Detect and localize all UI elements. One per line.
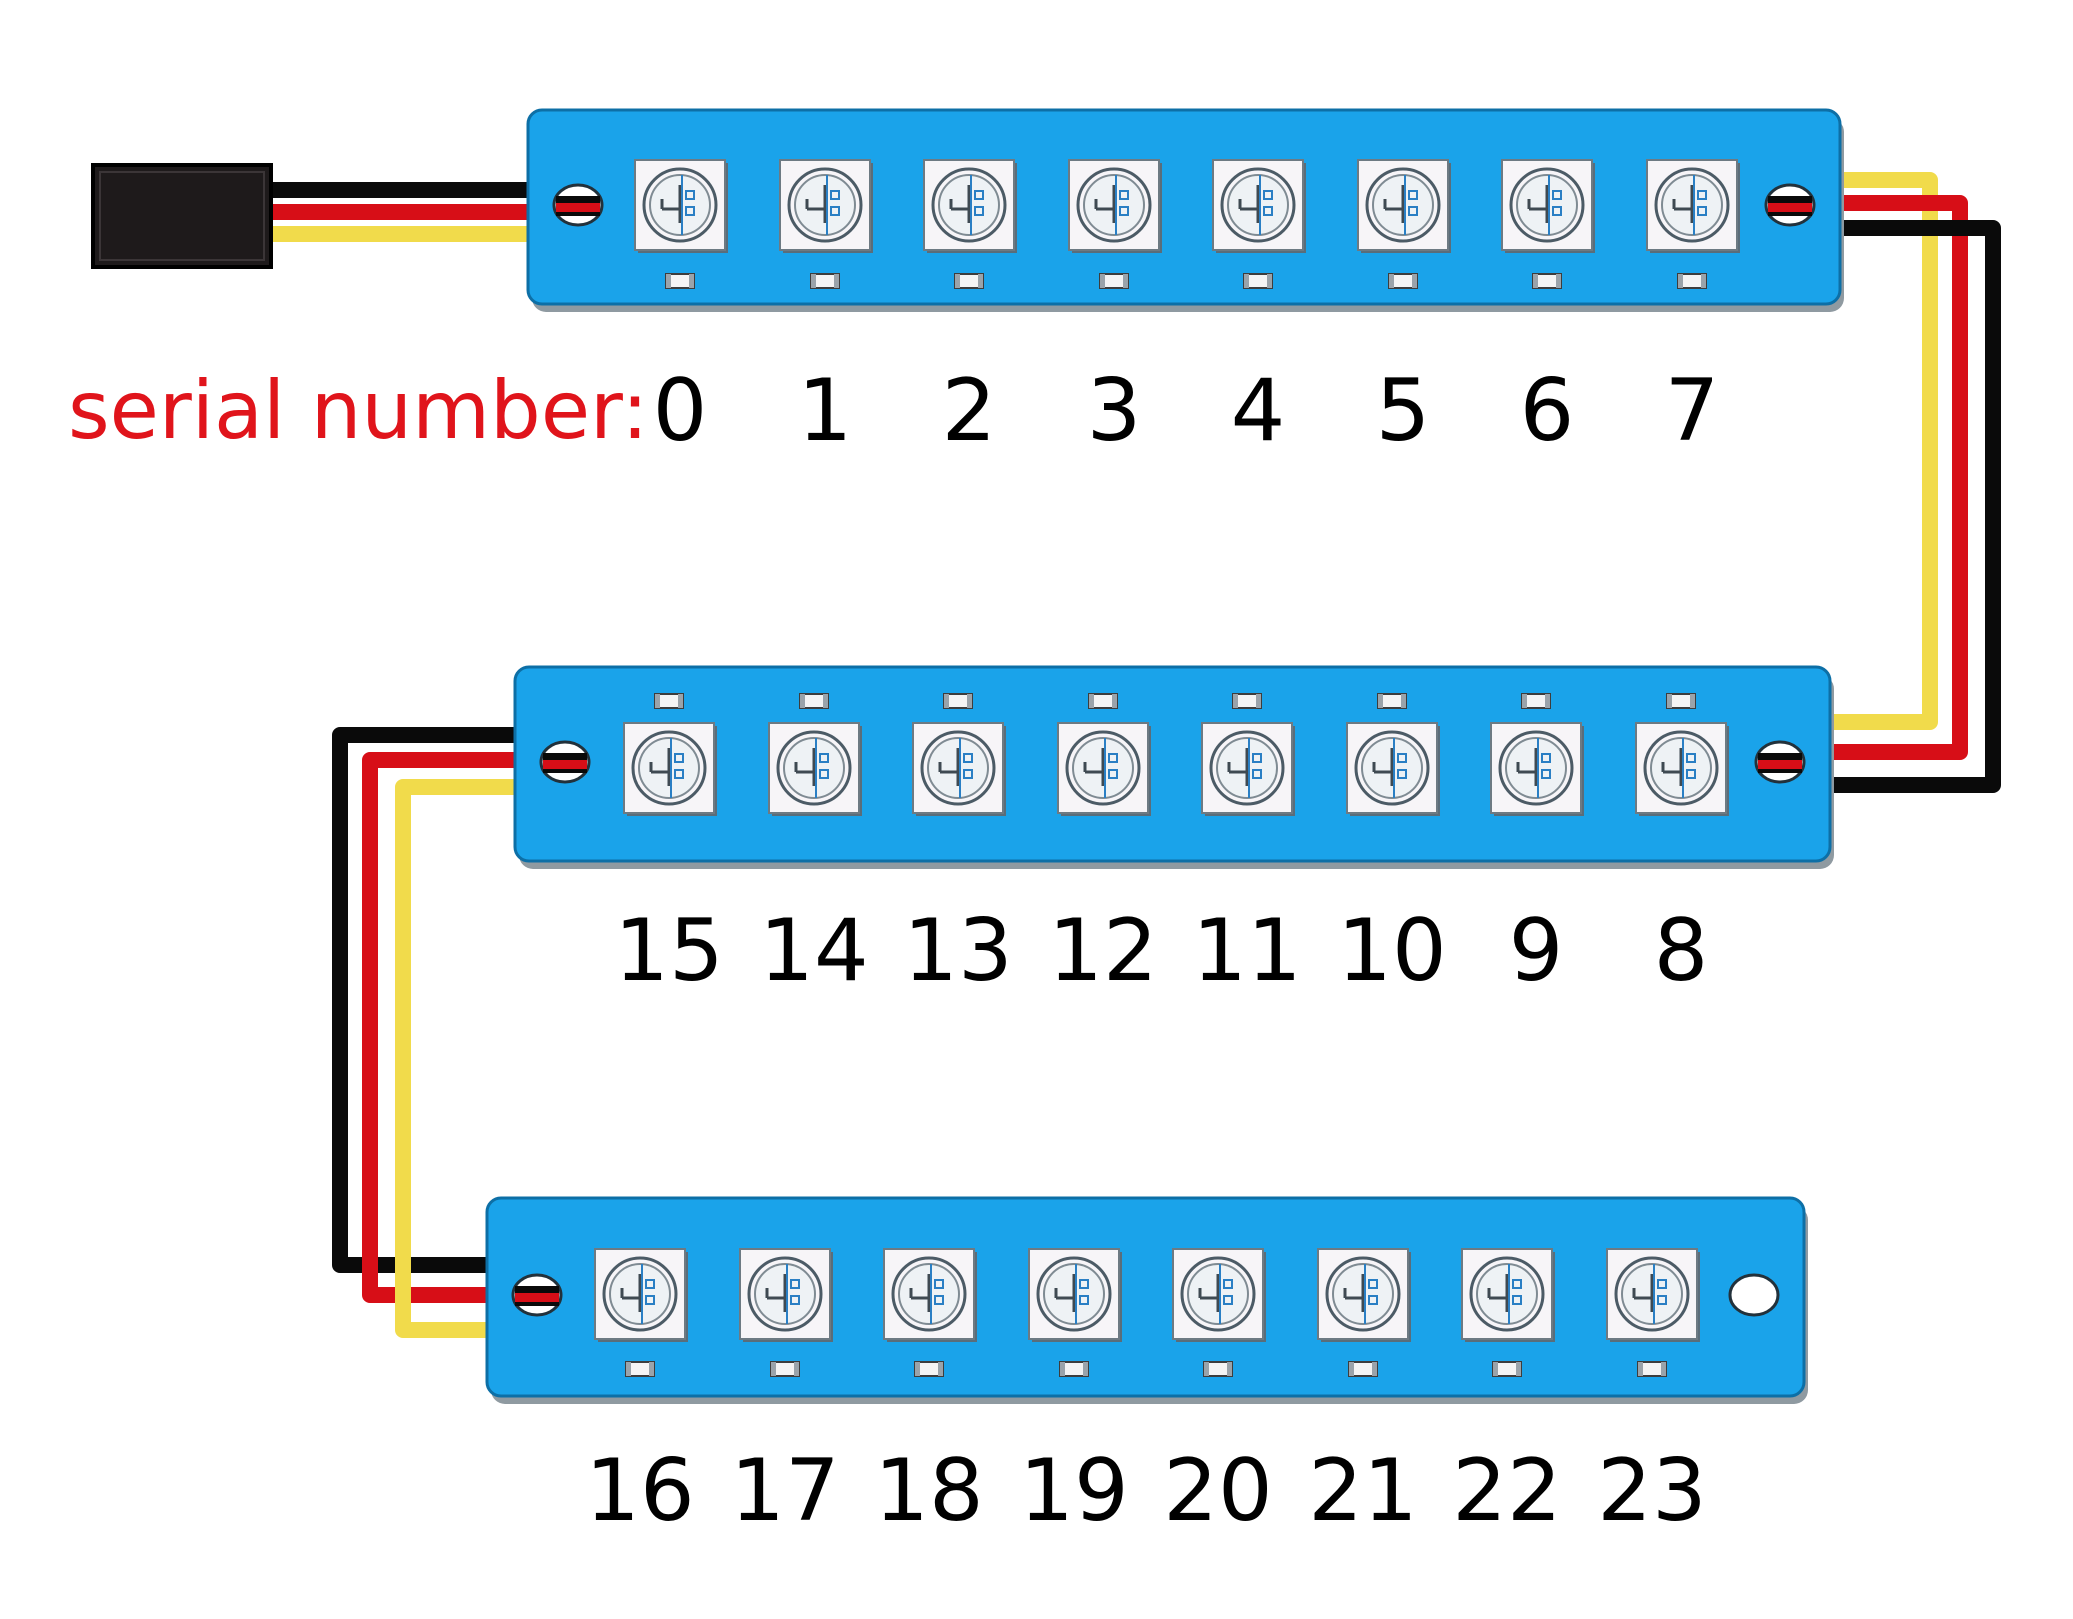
- led-serial-number: 3: [1087, 361, 1142, 461]
- led-serial-number: 0: [653, 361, 708, 461]
- smd-capacitor-icon: [1348, 1361, 1378, 1377]
- led-chip-icon: [634, 159, 728, 253]
- smd-capacitor-icon: [1232, 693, 1262, 709]
- led-serial-number: 16: [585, 1441, 694, 1541]
- smd-capacitor-icon: [1532, 273, 1562, 289]
- led-chip-icon: [779, 159, 873, 253]
- led-serial-number: 9: [1509, 901, 1564, 1001]
- led-serial-number: 21: [1308, 1441, 1417, 1541]
- smd-capacitor-icon: [1388, 273, 1418, 289]
- led-chip-icon: [594, 1248, 688, 1342]
- led-serial-number: 1: [798, 361, 853, 461]
- led-serial-number: 22: [1452, 1441, 1561, 1541]
- led-chip-icon: [1490, 722, 1584, 816]
- led-serial-number: 8: [1654, 901, 1709, 1001]
- wire-bundle-left: [332, 727, 528, 1338]
- led-serial-number: 19: [1019, 1441, 1128, 1541]
- smd-capacitor-icon: [1677, 273, 1707, 289]
- led-chip-icon: [1201, 722, 1295, 816]
- wire-bundle-right: [1822, 172, 2001, 793]
- wire-yellow-right: [1822, 172, 1938, 730]
- led-serial-number: 7: [1665, 361, 1720, 461]
- smd-capacitor-icon: [1521, 693, 1551, 709]
- led-chip-icon: [623, 722, 717, 816]
- led-serial-number: 10: [1337, 901, 1446, 1001]
- wire-yellow-left: [395, 779, 528, 1338]
- led-chip-icon: [1068, 159, 1162, 253]
- mounting-hole-icon: [1764, 183, 1816, 227]
- mounting-hole-icon: [539, 740, 591, 784]
- smd-capacitor-icon: [654, 693, 684, 709]
- led-strip-3: [485, 1196, 1808, 1404]
- led-chip-icon: [1028, 1248, 1122, 1342]
- smd-capacitor-icon: [1377, 693, 1407, 709]
- led-strip-2: [513, 665, 1834, 869]
- strip-board: [526, 108, 1842, 306]
- smd-capacitor-icon: [954, 273, 984, 289]
- led-chip-icon: [739, 1248, 833, 1342]
- led-serial-number: 4: [1231, 361, 1286, 461]
- led-chip-icon: [1646, 159, 1740, 253]
- wire-black-right: [1822, 220, 2001, 793]
- smd-capacitor-icon: [1666, 693, 1696, 709]
- mounting-hole-icon: [1728, 1273, 1780, 1317]
- smd-capacitor-icon: [625, 1361, 655, 1377]
- smd-capacitor-icon: [1203, 1361, 1233, 1377]
- smd-capacitor-icon: [1637, 1361, 1667, 1377]
- led-serial-number: 12: [1048, 901, 1157, 1001]
- smd-capacitor-icon: [1088, 693, 1118, 709]
- smd-capacitor-icon: [943, 693, 973, 709]
- led-chip-icon: [768, 722, 862, 816]
- led-chip-icon: [1357, 159, 1451, 253]
- smd-capacitor-icon: [810, 273, 840, 289]
- led-chip-icon: [1606, 1248, 1700, 1342]
- wire-red-left: [362, 752, 528, 1303]
- led-chip-icon: [1461, 1248, 1555, 1342]
- led-chip-icon: [1212, 159, 1306, 253]
- led-strip-1: [526, 108, 1844, 312]
- led-serial-number: 2: [942, 361, 997, 461]
- led-chip-icon: [1317, 1248, 1411, 1342]
- connector-icon: [91, 163, 273, 269]
- led-serial-number: 23: [1597, 1441, 1706, 1541]
- smd-capacitor-icon: [665, 273, 695, 289]
- smd-capacitor-icon: [914, 1361, 944, 1377]
- smd-capacitor-icon: [1059, 1361, 1089, 1377]
- led-serial-number: 13: [903, 901, 1012, 1001]
- wire-black-left: [332, 727, 528, 1273]
- smd-capacitor-icon: [770, 1361, 800, 1377]
- serial-number-label: serial number:: [68, 364, 648, 457]
- led-serial-number: 11: [1192, 901, 1301, 1001]
- led-serial-number: 18: [874, 1441, 983, 1541]
- led-chip-icon: [1057, 722, 1151, 816]
- mounting-hole-icon: [552, 183, 604, 227]
- led-chip-icon: [1346, 722, 1440, 816]
- mounting-hole-icon: [1754, 740, 1806, 784]
- wires: [264, 172, 2001, 1338]
- smd-capacitor-icon: [1099, 273, 1129, 289]
- smd-capacitor-icon: [1243, 273, 1273, 289]
- led-serial-number: 17: [730, 1441, 839, 1541]
- led-chip-icon: [1635, 722, 1729, 816]
- led-serial-number: 6: [1520, 361, 1575, 461]
- led-serial-number: 5: [1376, 361, 1431, 461]
- led-serial-number: 20: [1163, 1441, 1272, 1541]
- led-serial-number: 14: [759, 901, 868, 1001]
- mounting-hole-icon: [511, 1273, 563, 1317]
- wire-red-right: [1822, 195, 1968, 760]
- led-serial-number: 15: [614, 901, 723, 1001]
- led-chip-icon: [923, 159, 1017, 253]
- led-chip-icon: [1172, 1248, 1266, 1342]
- led-chip-icon: [883, 1248, 977, 1342]
- strip-board: [485, 1196, 1806, 1398]
- smd-capacitor-icon: [799, 693, 829, 709]
- led-chip-icon: [912, 722, 1006, 816]
- smd-capacitor-icon: [1492, 1361, 1522, 1377]
- wire-bundle-input: [264, 182, 548, 242]
- led-chip-icon: [1501, 159, 1595, 253]
